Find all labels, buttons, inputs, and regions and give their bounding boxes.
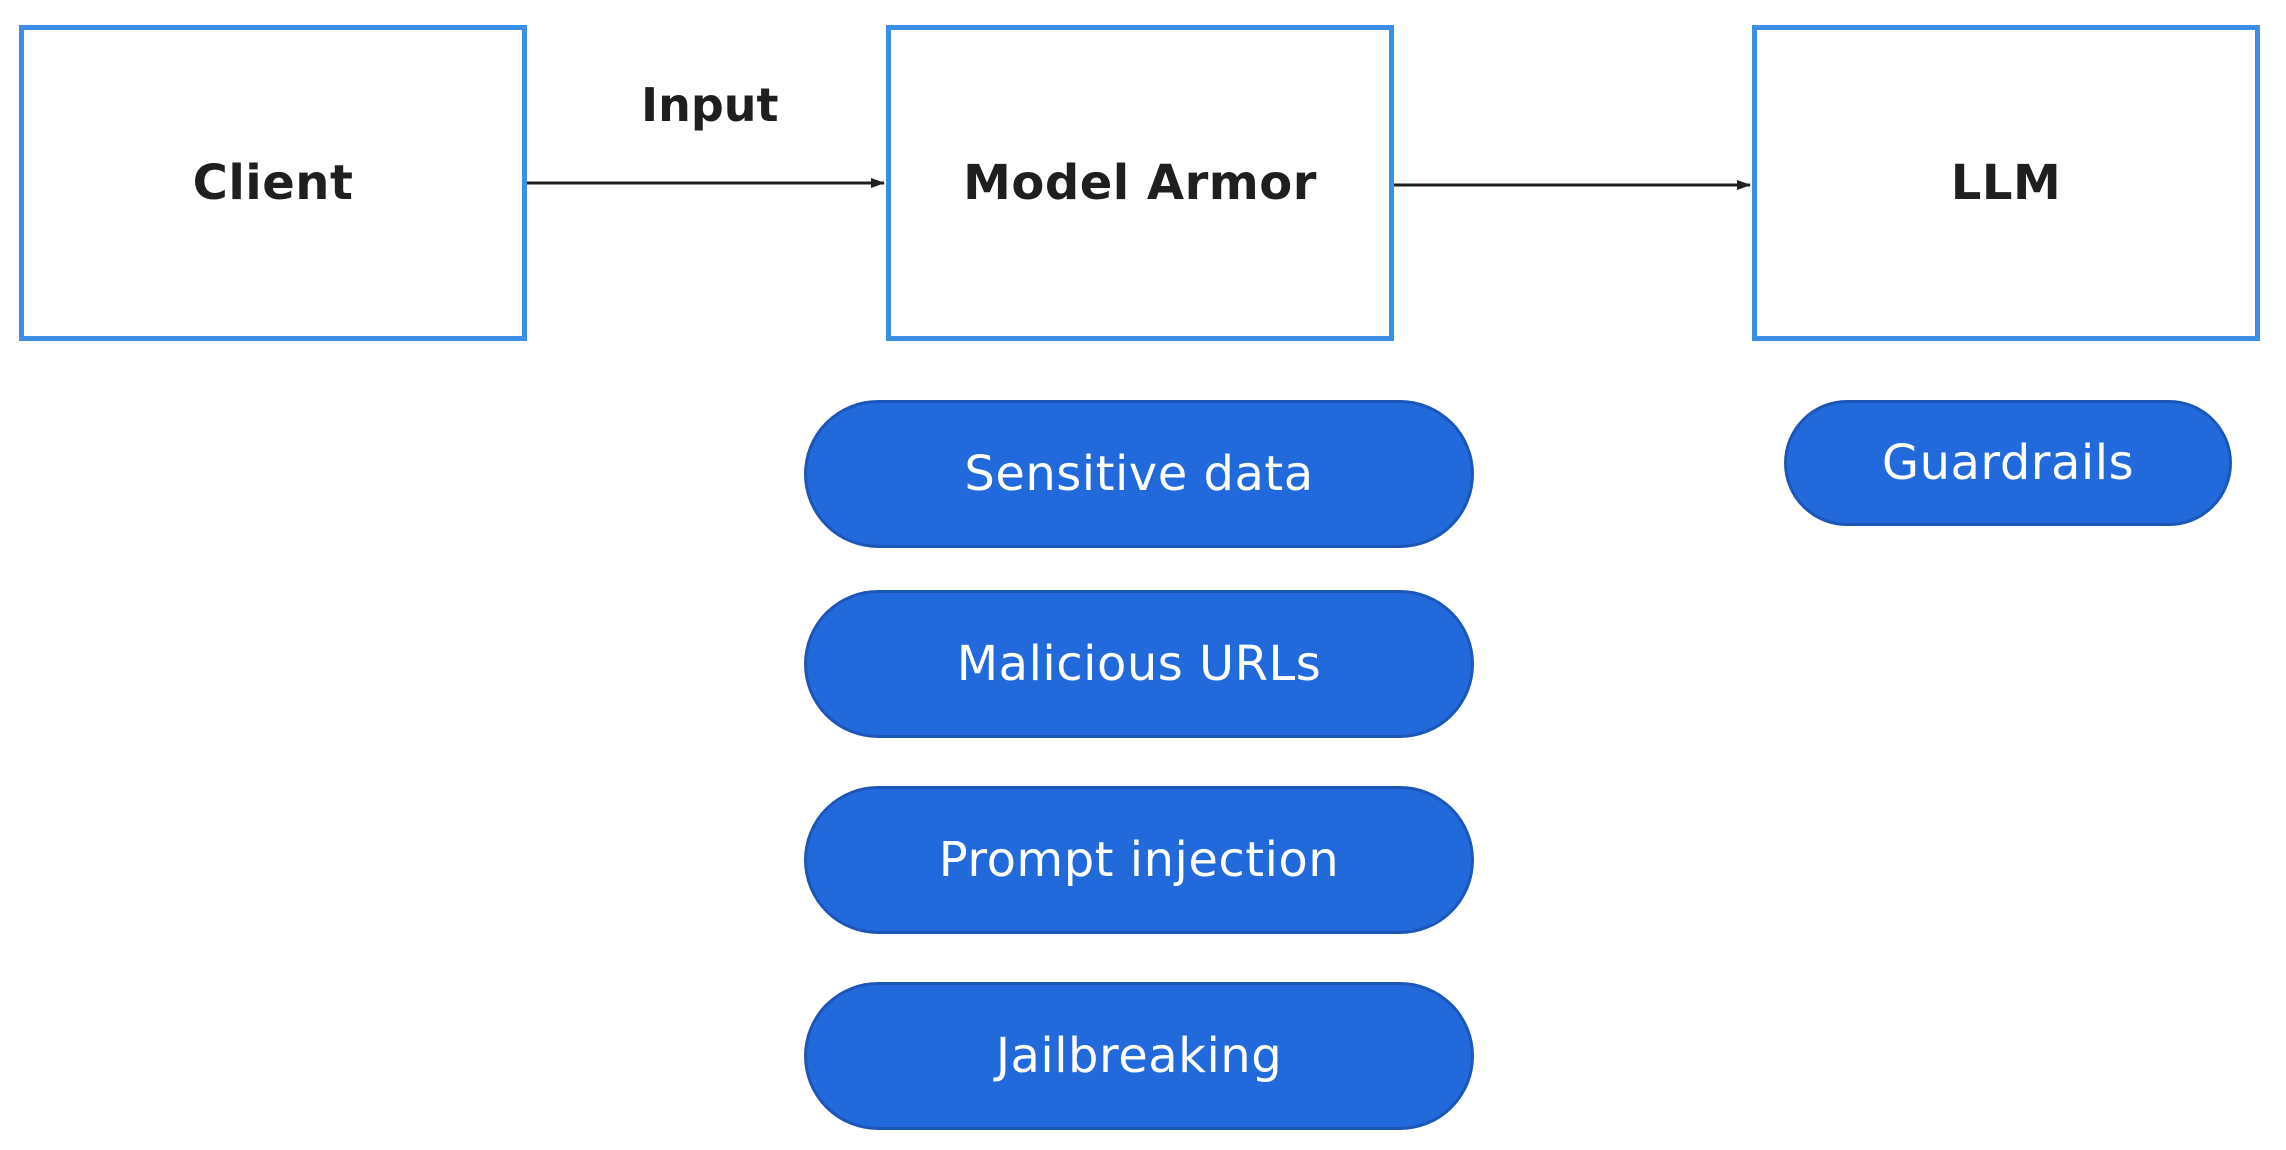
filter-label: Prompt injection <box>938 832 1340 888</box>
filter-malicious-urls: Malicious URLs <box>804 590 1474 738</box>
filter-prompt-injection: Prompt injection <box>804 786 1474 934</box>
filter-label: Guardrails <box>1881 435 2135 491</box>
filter-jailbreaking: Jailbreaking <box>804 982 1474 1130</box>
client-label: Client <box>192 155 354 211</box>
filter-label: Sensitive data <box>964 446 1314 502</box>
input-edge-label: Input <box>641 78 779 132</box>
filter-sensitive-data: Sensitive data <box>804 400 1474 548</box>
model-armor-label: Model Armor <box>963 155 1317 211</box>
filter-label: Jailbreaking <box>995 1028 1283 1084</box>
llm-node: LLM <box>1752 25 2260 341</box>
client-node: Client <box>19 25 527 341</box>
llm-label: LLM <box>1950 155 2062 211</box>
model-armor-node: Model Armor <box>886 25 1394 341</box>
filter-label: Malicious URLs <box>956 636 1322 692</box>
filter-guardrails: Guardrails <box>1784 400 2232 526</box>
